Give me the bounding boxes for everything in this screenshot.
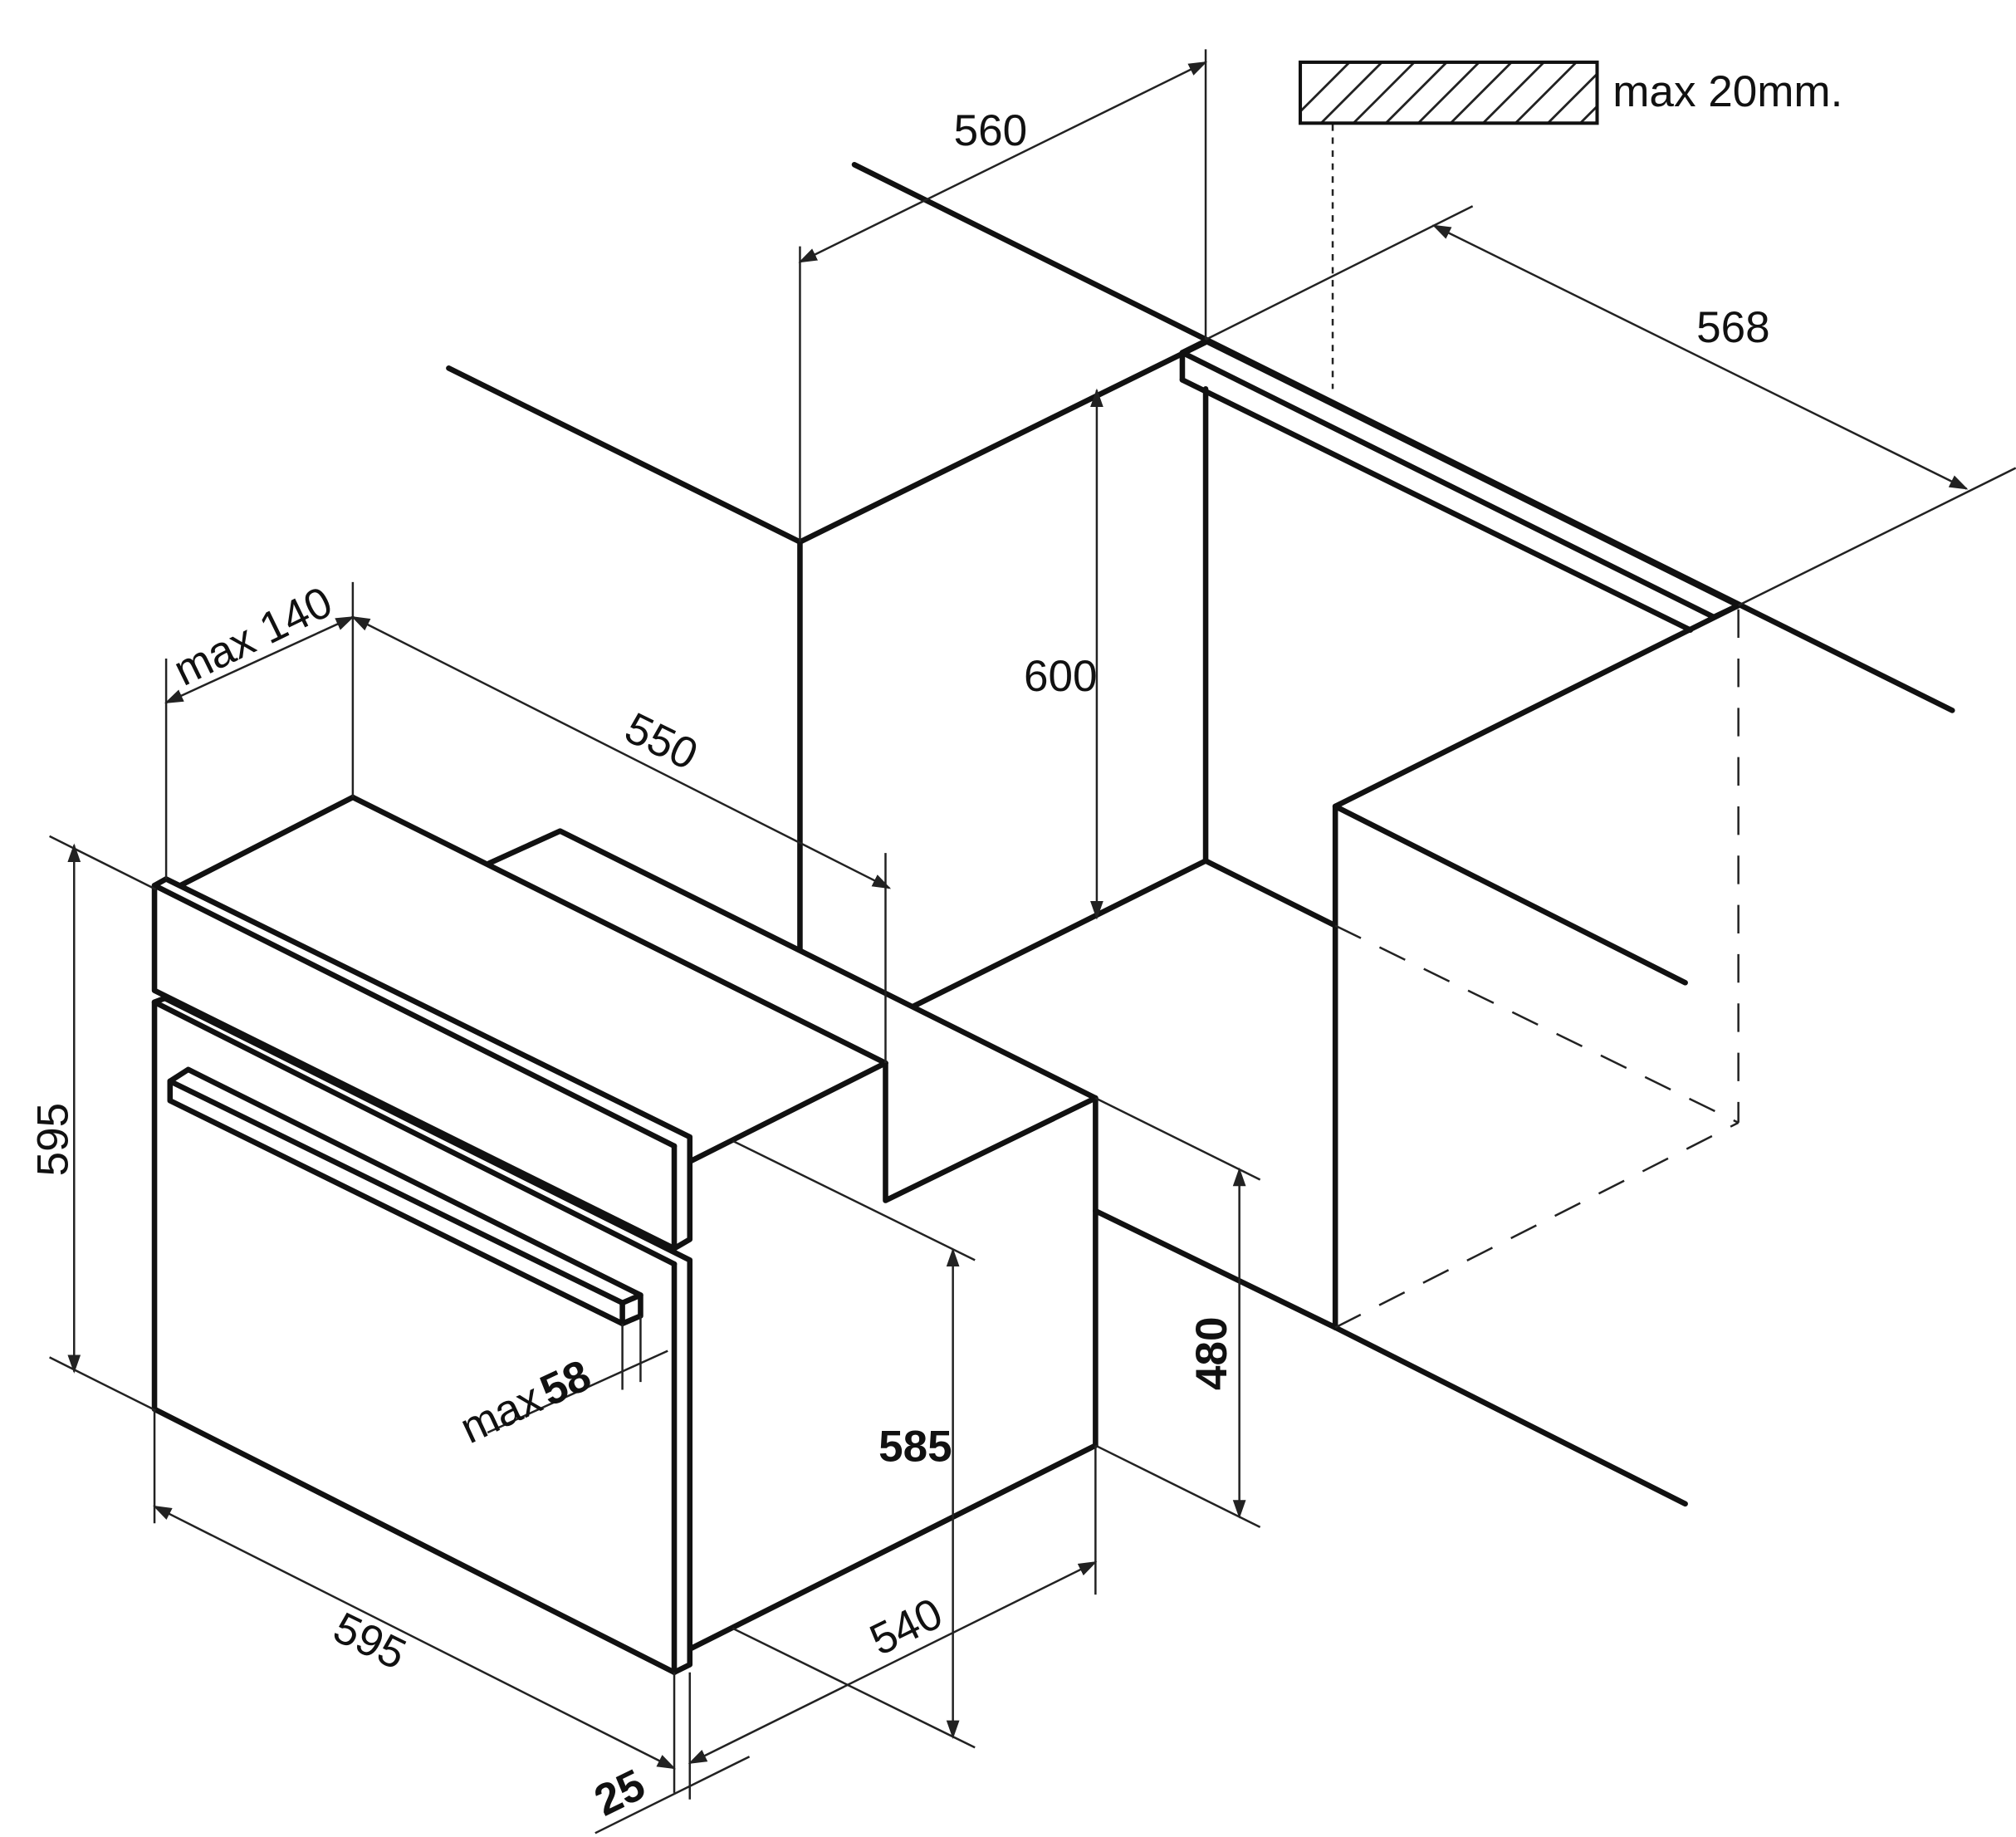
dimension-lines xyxy=(49,49,2016,1835)
dim-line-560 xyxy=(798,61,1208,263)
label-540: 540 xyxy=(863,1589,950,1665)
worktop-front-rail xyxy=(1179,338,1741,620)
label-560: 560 xyxy=(954,106,1028,155)
oven-top-front-edge xyxy=(687,1060,888,1164)
label-max58: max 58 xyxy=(453,1350,598,1452)
cabinet-niche xyxy=(446,161,1955,1507)
label-568: 568 xyxy=(1696,303,1770,352)
side-panel-upper-edge xyxy=(1332,803,1688,986)
label-25: 25 xyxy=(587,1760,653,1825)
dim-line-568 xyxy=(1431,224,1969,490)
label-595-height: 595 xyxy=(28,1103,77,1177)
label-max58-prefix: max xyxy=(453,1374,549,1453)
oven-door-top-edge xyxy=(151,999,678,1267)
oven xyxy=(151,794,1099,1676)
oven-door-handle-top xyxy=(167,1078,625,1306)
side-panel-top-edge xyxy=(1332,602,1741,810)
oven-top-left-edge xyxy=(177,794,356,889)
niche-top-left-edge xyxy=(797,339,1209,545)
cabinet-base-edge xyxy=(1332,1325,1688,1507)
label-480: 480 xyxy=(1187,1316,1236,1390)
label-max140: max 140 xyxy=(166,577,340,695)
label-550: 550 xyxy=(618,703,705,780)
dim-line-540 xyxy=(687,1560,1098,1765)
label-595-width: 595 xyxy=(325,1603,413,1679)
control-panel-top-edge xyxy=(151,882,678,1149)
worktop-section-hatch xyxy=(1298,60,1599,125)
worktop-thickness-detail xyxy=(1298,60,1599,125)
dim-line-max140 xyxy=(164,615,355,704)
label-worktop-thickness: max 20mm. xyxy=(1612,67,1842,116)
label-585: 585 xyxy=(878,1422,952,1471)
oven-top-box xyxy=(486,828,1099,1101)
dim-line-550 xyxy=(350,615,892,889)
oven-body-lower-extension xyxy=(1093,1208,1338,1330)
worktop-rail-underside-edge xyxy=(1179,377,1694,633)
hidden-edge-diagonal xyxy=(1334,924,1740,1124)
niche-floor-right-edge xyxy=(1202,858,1338,928)
hidden-edge-bottom xyxy=(1334,1121,1740,1329)
oven-rear-step xyxy=(883,1060,1099,1203)
oven-door-handle-cap xyxy=(619,1292,643,1306)
worktop-left-edge xyxy=(446,365,803,545)
dim-line-595-width xyxy=(153,1505,677,1770)
control-panel-front xyxy=(151,876,693,1252)
dim-line-25 xyxy=(595,1756,751,1835)
niche-floor-left-edge xyxy=(911,858,1209,1009)
dim-line-max58 xyxy=(487,1350,668,1434)
label-600: 600 xyxy=(1024,652,1098,701)
oven-door-front xyxy=(151,995,693,1676)
